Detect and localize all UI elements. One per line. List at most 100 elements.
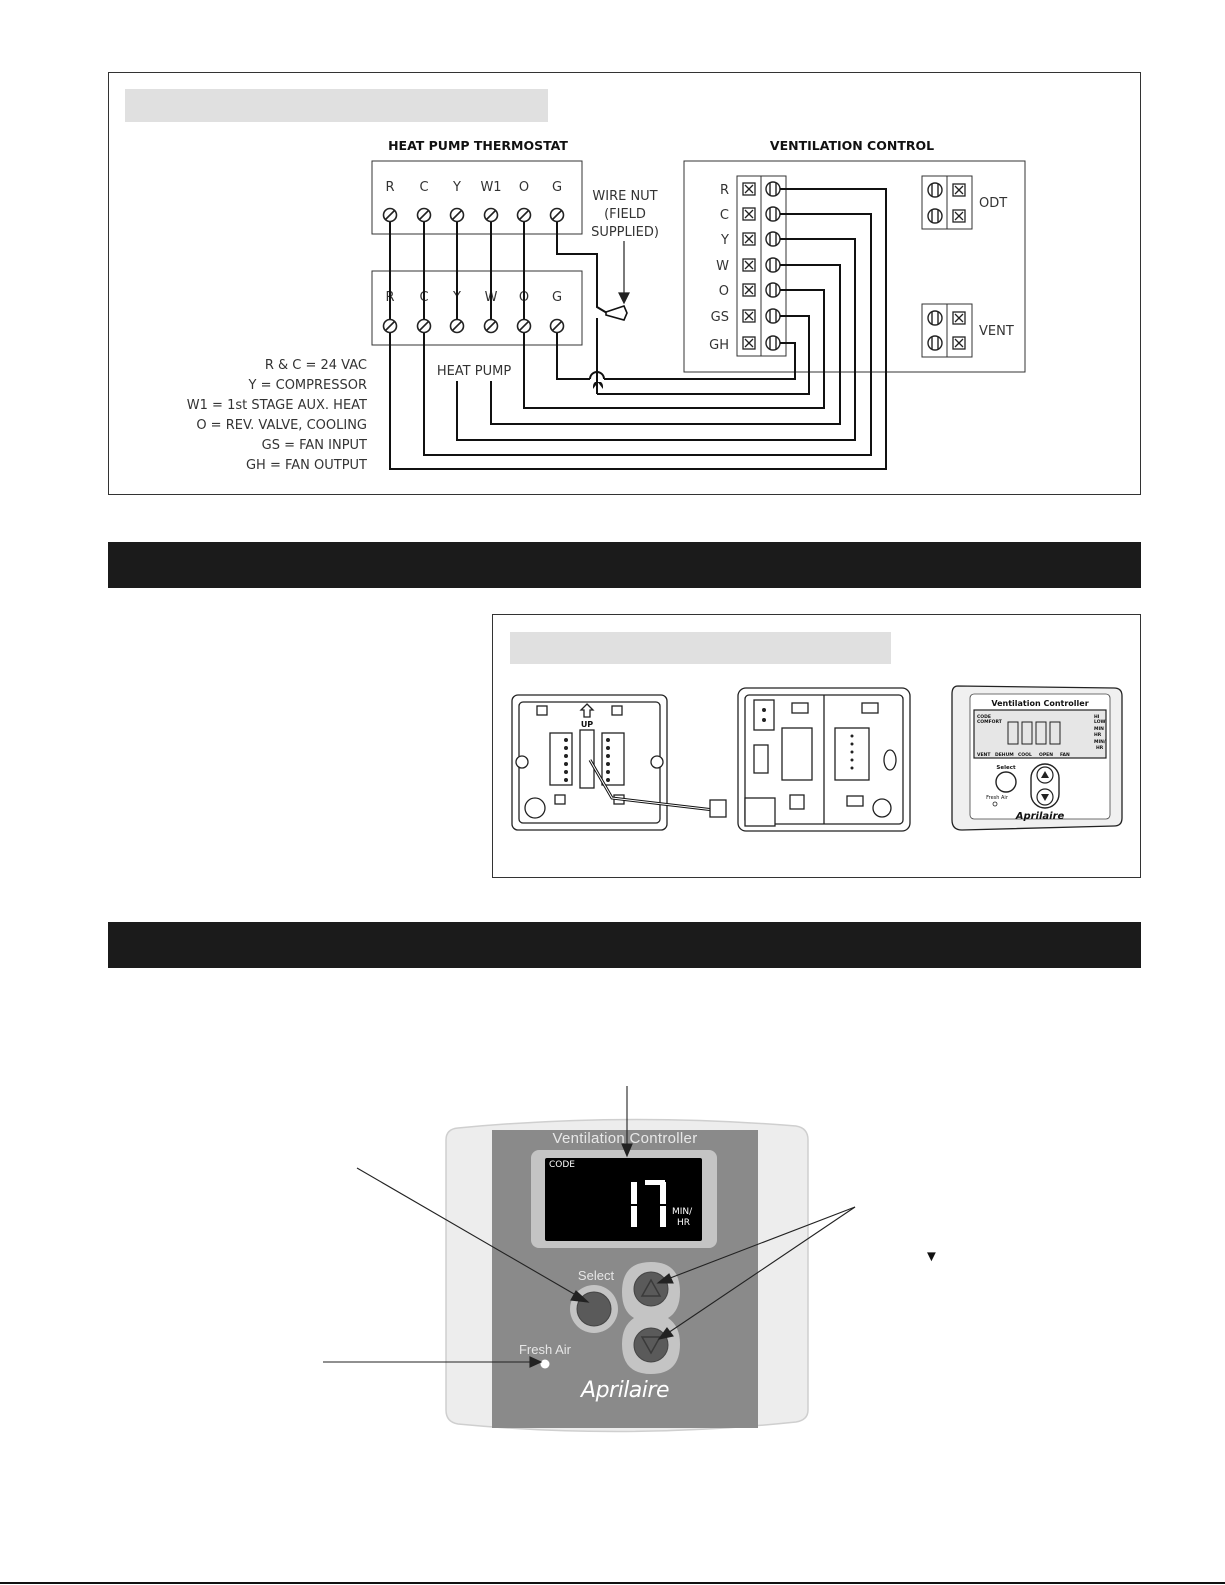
terminal-clamp-icon: [952, 183, 966, 197]
small-lcd-hi: HI: [1094, 714, 1100, 720]
terminal-screw-icon: [765, 282, 781, 298]
legend-line-5: GS = FAN INPUT: [262, 438, 367, 453]
tstat-label-g: G: [552, 180, 562, 195]
section-header-bar: [108, 542, 1141, 588]
small-lcd-comfort: COMFORT: [977, 719, 1003, 725]
wire-nut-label-3: SUPPLIED): [591, 225, 659, 240]
ctrl-label-gh: GH: [709, 338, 729, 353]
screw-icon: [382, 207, 398, 223]
screw-icon: [382, 318, 398, 334]
up-arrow-icon: [579, 703, 595, 718]
screw-icon: [416, 318, 432, 334]
screw-icon: [483, 207, 499, 223]
tstat-label-r: R: [385, 180, 394, 195]
terminal-screw-icon: [765, 206, 781, 222]
screw-icon: [449, 318, 465, 334]
small-lcd-min2: MIN/: [1094, 739, 1106, 745]
legend-line-2: Y = COMPRESSOR: [248, 378, 367, 393]
small-lcd-vent: VENT: [977, 752, 991, 758]
up-arrow-icon: [640, 1278, 662, 1297]
screw-icon: [416, 207, 432, 223]
terminal-clamp-icon: [742, 232, 756, 246]
small-lcd-code: CODE: [977, 714, 991, 720]
thermostat-terminal-block: [371, 160, 583, 235]
controller-front-small: [951, 685, 1123, 831]
small-fresh-air-label: Fresh Air: [986, 795, 1009, 801]
fresh-air-label: Fresh Air: [518, 1342, 571, 1357]
ctrl-label-c: C: [720, 208, 729, 223]
wire-nut-label-1: WIRE NUT: [592, 189, 657, 204]
screw-icon: [483, 318, 499, 334]
mounting-figure-caption-bar: [510, 632, 891, 664]
screw-icon: [549, 207, 565, 223]
wire-nut-icon: [605, 305, 628, 321]
wire-nut-label-2: (FIELD: [604, 207, 646, 222]
wiring-diagram-caption-bar: [125, 89, 548, 122]
control-title: VENTILATION CONTROL: [770, 138, 934, 153]
down-arrow-glyph-icon: ▼: [924, 1248, 939, 1265]
vent-label: VENT: [979, 324, 1014, 339]
wall-plate: [511, 694, 668, 831]
heatpump-label: HEAT PUMP: [437, 364, 512, 379]
screw-icon: [516, 207, 532, 223]
ctrl-label-o: O: [719, 284, 729, 299]
small-lcd-low: LOW: [1094, 719, 1106, 725]
down-arrow-icon: [640, 1336, 662, 1355]
hp-label-g: G: [552, 290, 562, 305]
screw-icon: [549, 318, 565, 334]
tstat-label-c: C: [419, 180, 428, 195]
terminal-clamp-icon: [742, 283, 756, 297]
terminal-clamp-icon: [742, 258, 756, 272]
lcd-screen: [545, 1158, 702, 1241]
controller-title: Ventilation Controller: [552, 1130, 698, 1147]
small-brand-logo: Aprilaire: [1015, 811, 1065, 822]
small-lcd-min: MIN: [1094, 726, 1104, 732]
thermostat-title: HEAT PUMP THERMOSTAT: [388, 138, 568, 153]
small-lcd-cool: COOL: [1018, 752, 1032, 758]
small-lcd-hr: HR: [1094, 732, 1102, 738]
terminal-screw-icon: [927, 335, 943, 351]
terminal-screw-icon: [927, 182, 943, 198]
lcd-digits: [631, 1180, 666, 1227]
page-bottom-rule: [0, 1582, 1225, 1584]
fresh-air-led: [540, 1359, 550, 1369]
mounting-figure-frame: [492, 614, 1141, 878]
lcd-unit-hr: HR: [677, 1218, 691, 1228]
legend-line-6: GH = FAN OUTPUT: [246, 458, 367, 473]
mounting-illustration: UP Ventilation Controller: [511, 685, 1123, 832]
terminal-screw-icon: [765, 335, 781, 351]
tstat-label-o: O: [519, 180, 529, 195]
up-button[interactable]: [633, 1271, 669, 1307]
small-select-label: Select: [996, 765, 1016, 771]
ctrl-label-y: Y: [720, 233, 729, 248]
terminal-clamp-icon: [952, 209, 966, 223]
terminal-clamp-icon: [742, 182, 756, 196]
terminal-clamp-icon: [952, 311, 966, 325]
terminal-screw-icon: [765, 181, 781, 197]
ctrl-label-gs: GS: [711, 310, 729, 325]
lcd-value: 17: [600, 1160, 604, 1165]
brand-logo: Aprilaire: [581, 1378, 669, 1403]
ctrl-label-r: R: [720, 183, 729, 198]
ctrl-label-w: W: [716, 259, 729, 274]
legend-line-1: R & C = 24 VAC: [265, 358, 367, 373]
legend-line-3: W1 = 1st STAGE AUX. HEAT: [187, 398, 367, 413]
wiring-diagram-frame: [108, 72, 1141, 495]
wallplate-up-label: UP: [581, 720, 593, 729]
small-controller-title: Ventilation Controller: [991, 699, 1088, 708]
odt-label: ODT: [979, 196, 1007, 211]
controller-front-large: [323, 1086, 856, 1433]
section-header-bar: [108, 922, 1141, 968]
small-lcd-fan: FAN: [1060, 752, 1070, 758]
tstat-label-w1: W1: [480, 180, 501, 195]
terminal-clamp-icon: [742, 207, 756, 221]
terminal-screw-icon: [765, 308, 781, 324]
lcd-unit-min: MIN/: [672, 1207, 693, 1217]
terminal-clamp-icon: [742, 309, 756, 323]
terminal-screw-icon: [765, 231, 781, 247]
heatpump-terminal-block: [371, 270, 583, 346]
terminal-screw-icon: [927, 208, 943, 224]
terminal-screw-icon: [765, 257, 781, 273]
small-lcd-hr2: HR: [1096, 745, 1104, 751]
terminal-clamp-icon: [952, 336, 966, 350]
